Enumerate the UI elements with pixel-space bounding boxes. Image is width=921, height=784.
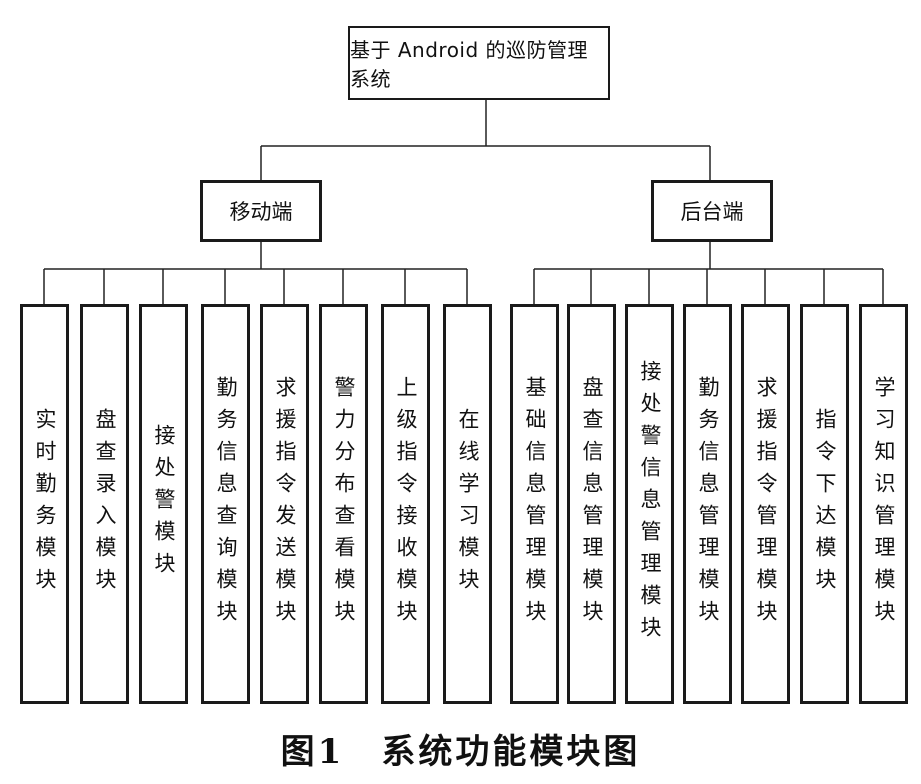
mobile-module: 盘查录入模块 bbox=[80, 304, 129, 704]
module-label: 基础信息管理模块 bbox=[523, 376, 547, 632]
module-label: 指令下达模块 bbox=[813, 408, 837, 600]
mobile-module: 警力分布查看模块 bbox=[319, 304, 368, 704]
backend-module: 求援指令管理模块 bbox=[741, 304, 790, 704]
mobile-module: 在线学习模块 bbox=[443, 304, 492, 704]
backend-module: 接处警信息管理模块 bbox=[625, 304, 674, 704]
module-label: 勤务信息查询模块 bbox=[214, 376, 238, 632]
module-label: 在线学习模块 bbox=[456, 408, 480, 600]
mobile-module: 接处警模块 bbox=[139, 304, 188, 704]
backend-module: 学习知识管理模块 bbox=[859, 304, 908, 704]
backend-module: 盘查信息管理模块 bbox=[567, 304, 616, 704]
module-label: 实时勤务模块 bbox=[33, 408, 57, 600]
mobile-branch-node: 移动端 bbox=[200, 180, 322, 242]
module-label: 盘查信息管理模块 bbox=[580, 376, 604, 632]
module-label: 勤务信息管理模块 bbox=[696, 376, 720, 632]
module-label: 盘查录入模块 bbox=[93, 408, 117, 600]
figure-caption: 图1 系统功能模块图 bbox=[280, 732, 641, 772]
mobile-module: 实时勤务模块 bbox=[20, 304, 69, 704]
root-node: 基于 Android 的巡防管理系统 bbox=[348, 26, 610, 100]
root-label: 基于 Android 的巡防管理系统 bbox=[350, 38, 589, 91]
mobile-module: 求援指令发送模块 bbox=[260, 304, 309, 704]
module-label: 接处警信息管理模块 bbox=[638, 360, 662, 648]
module-label: 接处警模块 bbox=[152, 424, 176, 584]
backend-module: 勤务信息管理模块 bbox=[683, 304, 732, 704]
backend-branch-node: 后台端 bbox=[651, 180, 773, 242]
module-label: 上级指令接收模块 bbox=[394, 376, 418, 632]
module-label: 求援指令发送模块 bbox=[273, 376, 297, 632]
backend-module: 指令下达模块 bbox=[800, 304, 849, 704]
mobile-branch-label: 移动端 bbox=[229, 200, 293, 224]
module-label: 学习知识管理模块 bbox=[872, 376, 896, 632]
module-label: 求援指令管理模块 bbox=[754, 376, 778, 632]
mobile-module: 上级指令接收模块 bbox=[381, 304, 430, 704]
mobile-module: 勤务信息查询模块 bbox=[201, 304, 250, 704]
backend-branch-label: 后台端 bbox=[680, 200, 744, 224]
module-label: 警力分布查看模块 bbox=[332, 376, 356, 632]
backend-module: 基础信息管理模块 bbox=[510, 304, 559, 704]
